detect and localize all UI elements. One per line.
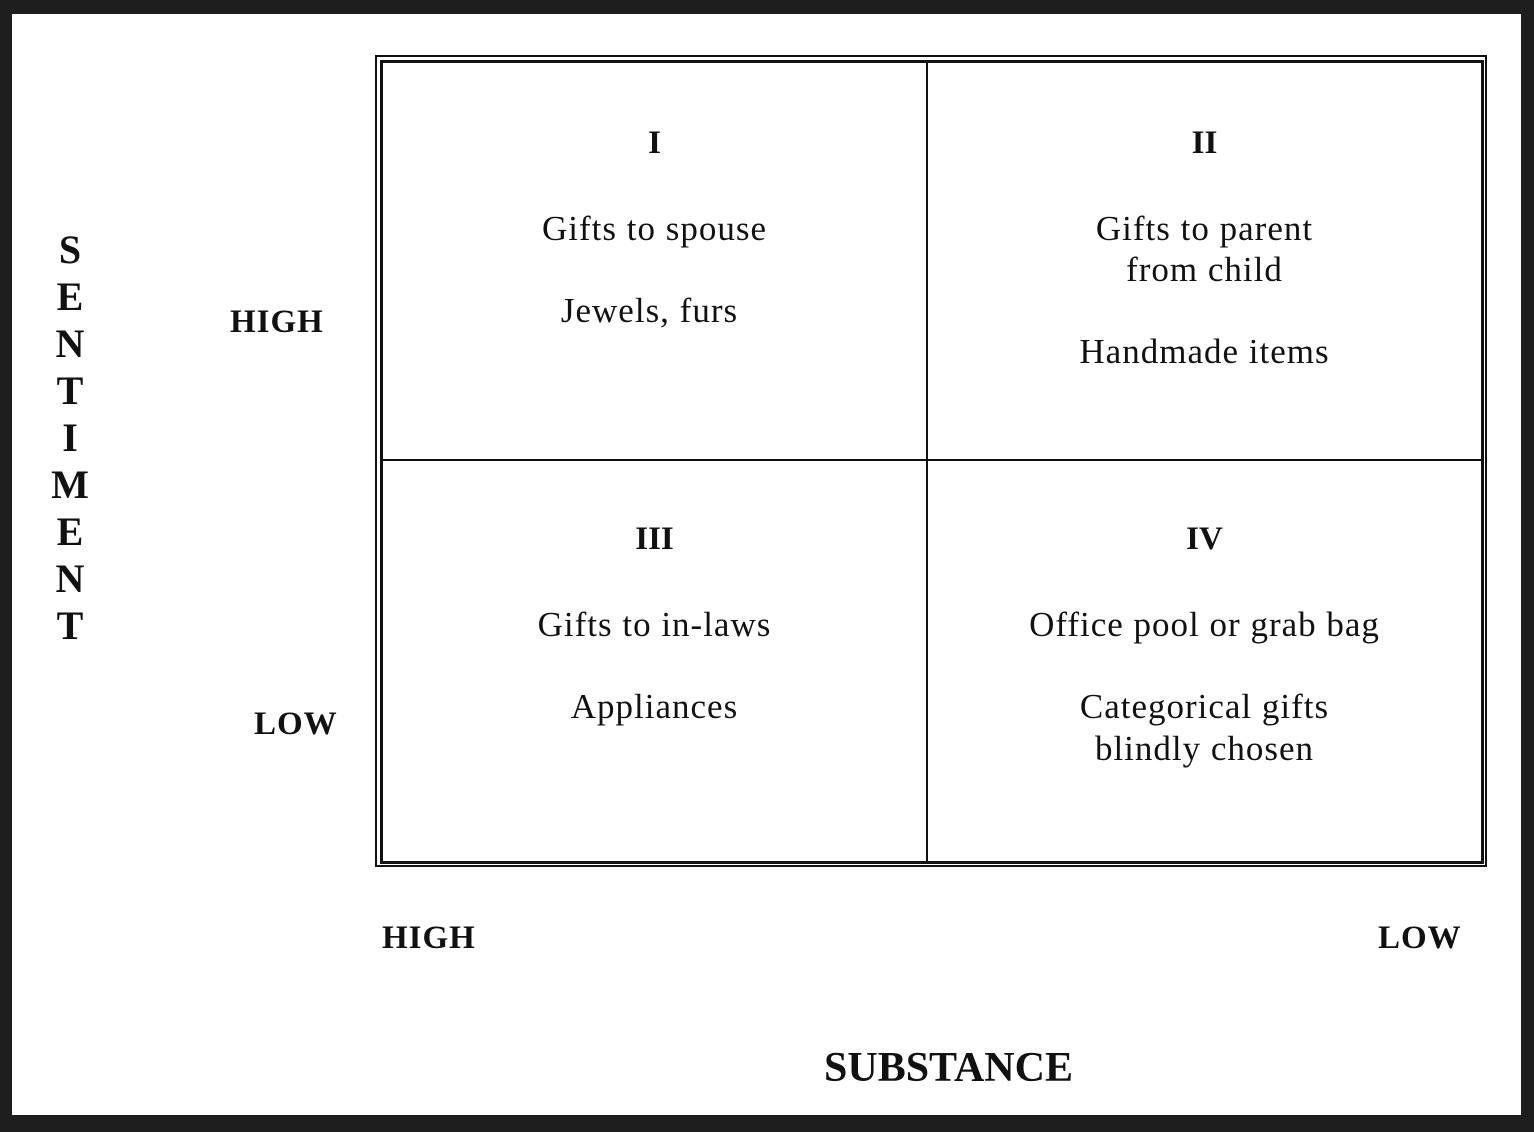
quadrant-text: Gifts to spouse xyxy=(542,209,767,248)
quadrant-numeral: I xyxy=(648,125,661,161)
axis-title-letter: M xyxy=(51,462,89,507)
matrix-outer-frame xyxy=(375,55,1487,867)
axis-title-letter: T xyxy=(56,368,84,413)
axis-title-letter: E xyxy=(56,509,84,554)
sentiment-low-label: LOW xyxy=(254,706,338,742)
quadrant-text: Gifts to in-laws xyxy=(537,605,772,644)
quadrant-example: Handmade items xyxy=(1079,332,1330,371)
page: S E N T I M E N T HIGH LOW I Gifts to sp… xyxy=(12,14,1521,1115)
quadrant-i: I Gifts to spouse Jewels, furs xyxy=(383,63,928,461)
quadrant-example: Categorical gifts xyxy=(1079,687,1330,726)
sentiment-high-label: HIGH xyxy=(230,304,324,340)
quadrant-text: Office pool or grab bag xyxy=(1029,605,1380,644)
axis-title-letter: N xyxy=(55,556,85,601)
substance-high-label: HIGH xyxy=(382,920,476,956)
substance-axis-title: SUBSTANCE xyxy=(824,1045,1073,1091)
axis-title-letter: N xyxy=(55,321,85,366)
quadrant-numeral: IV xyxy=(1186,521,1223,557)
quadrant-numeral: II xyxy=(1191,125,1218,161)
axis-title-letter: T xyxy=(56,603,84,648)
substance-low-label: LOW xyxy=(1378,920,1462,956)
quadrant-example: Appliances xyxy=(570,687,739,726)
quadrant-matrix: I Gifts to spouse Jewels, furs II Gifts … xyxy=(380,60,1484,864)
axis-title-letter: E xyxy=(56,274,84,319)
axis-title-letter: S xyxy=(58,227,82,272)
quadrant-text: Gifts to parent xyxy=(1095,209,1314,248)
quadrant-text: from child xyxy=(1126,250,1283,289)
quadrant-iv: IV Office pool or grab bag Categorical g… xyxy=(928,461,1481,861)
quadrant-example: blindly chosen xyxy=(1094,729,1315,768)
quadrant-example: Jewels, furs xyxy=(560,291,739,330)
quadrant-numeral: III xyxy=(635,521,674,557)
quadrant-ii: II Gifts to parent from child Handmade i… xyxy=(928,63,1481,461)
sentiment-axis-title: S E N T I M E N T xyxy=(40,226,100,649)
axis-title-letter: I xyxy=(62,415,78,460)
quadrant-iii: III Gifts to in-laws Appliances xyxy=(383,461,928,861)
